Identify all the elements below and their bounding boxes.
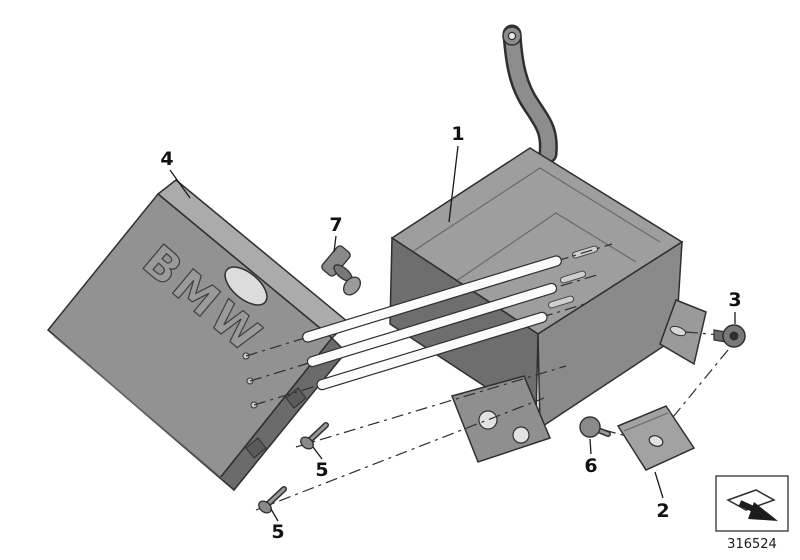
axis-line-grommet-bracket bbox=[663, 349, 729, 429]
tube-eyelet-hole bbox=[507, 31, 517, 41]
legend-box bbox=[715, 475, 789, 532]
arrow-icon-head bbox=[748, 502, 778, 521]
box-slot-3 bbox=[547, 295, 575, 309]
part-5-screw-upper bbox=[300, 422, 329, 450]
leader-7 bbox=[333, 235, 337, 253]
leader-2 bbox=[654, 471, 664, 499]
axis-line-3 bbox=[253, 302, 589, 406]
bracket-hole-2 bbox=[512, 426, 530, 444]
part-3-grommet bbox=[713, 324, 746, 348]
screw-1-head bbox=[300, 436, 314, 450]
holder-tube bbox=[505, 27, 556, 161]
screw-2-head bbox=[258, 500, 272, 514]
callout-5a[interactable]: 5 bbox=[315, 459, 328, 481]
part-6-ball-pin bbox=[579, 416, 611, 438]
bracket-hole-1 bbox=[478, 410, 498, 430]
callout-4[interactable]: 4 bbox=[160, 148, 173, 170]
screw-1-shaft bbox=[308, 423, 328, 442]
cover-opening-hole bbox=[224, 266, 268, 306]
sealing-strips bbox=[302, 255, 562, 391]
grommet-center bbox=[729, 331, 739, 341]
callout-3[interactable]: 3 bbox=[728, 289, 741, 311]
part-5-screw-lower bbox=[258, 486, 287, 514]
screw-2-shaft bbox=[266, 487, 286, 506]
strip-2 bbox=[306, 282, 558, 368]
callout-2[interactable]: 2 bbox=[656, 500, 669, 522]
leader-1 bbox=[448, 145, 459, 223]
callout-1[interactable]: 1 bbox=[451, 123, 464, 145]
callout-leader-lines bbox=[169, 145, 736, 522]
callout-7[interactable]: 7 bbox=[329, 214, 342, 236]
leader-6 bbox=[589, 438, 592, 455]
bracket-2-hole bbox=[648, 435, 664, 447]
strip-3 bbox=[316, 311, 548, 391]
footer-legend: 316524 bbox=[715, 475, 789, 552]
ball-pin-head bbox=[579, 416, 601, 438]
axis-line-screw-1 bbox=[295, 365, 567, 448]
part-2-bracket bbox=[616, 405, 696, 471]
part-direction-arrow-icon bbox=[726, 489, 778, 521]
cover-clip-tab-2 bbox=[245, 437, 267, 459]
callout-5b[interactable]: 5 bbox=[271, 521, 284, 543]
callout-6[interactable]: 6 bbox=[584, 455, 597, 477]
part-1-holder-box bbox=[389, 24, 707, 463]
callout-numbers: 4 1 7 3 6 2 5 5 bbox=[160, 123, 741, 543]
cover-clip-tab-1 bbox=[285, 387, 307, 409]
box-interior-rim-line bbox=[411, 167, 661, 253]
box-interior-crease bbox=[439, 212, 637, 293]
part-4-cover: BMW bbox=[46, 179, 350, 492]
leader-5b bbox=[270, 508, 279, 522]
cover-face bbox=[46, 192, 334, 480]
diagram-part-number: 316524 bbox=[727, 537, 777, 552]
flange-slot-hole bbox=[669, 325, 687, 337]
axis-line-screw-2 bbox=[255, 397, 545, 511]
sensor-tip bbox=[342, 276, 362, 296]
leader-4 bbox=[169, 169, 191, 199]
bracket-2-fold-line bbox=[623, 412, 669, 432]
leader-5a bbox=[312, 446, 323, 460]
part-7-sensor-plug bbox=[321, 245, 362, 296]
cover-crease-line bbox=[53, 335, 225, 481]
box-slot-2 bbox=[559, 270, 587, 284]
strip-1 bbox=[302, 255, 562, 343]
